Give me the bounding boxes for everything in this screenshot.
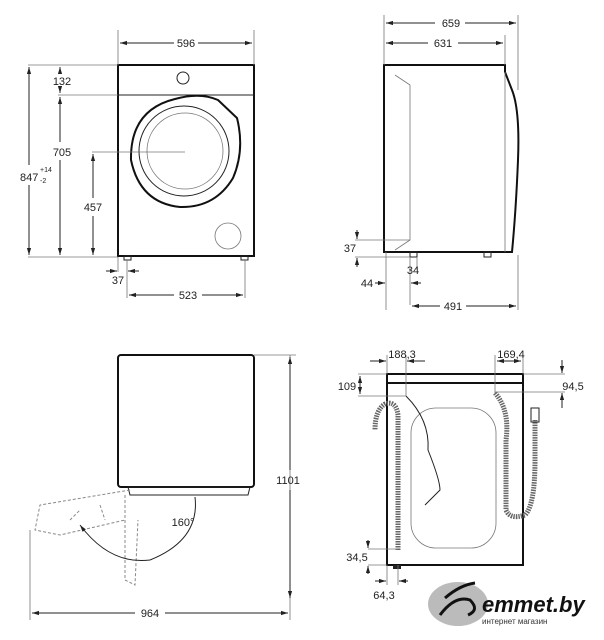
dim-side-foot-spacing: 491: [444, 301, 462, 313]
dim-width: 596: [177, 38, 195, 50]
dim-depth-body: 631: [434, 38, 452, 50]
dim-total-height: 847: [20, 172, 38, 184]
door-open-view: 160° 1101 964: [29, 354, 300, 620]
dim-tol-plus: +14: [40, 167, 52, 174]
side-view: 659 631 37 34 44 491: [344, 15, 520, 313]
dim-drain-side: 64,3: [373, 590, 394, 602]
dim-inlet-top: 94,5: [562, 381, 583, 393]
rear-view: 188,3 169,4 109 94,5 34,5 64,3: [338, 349, 584, 602]
dim-side-foot-height: 37: [344, 243, 356, 255]
dim-side-foot-width: 34: [407, 265, 419, 277]
dim-foot-offset: 37: [112, 275, 124, 287]
dim-inlet-offset: 169,4: [497, 349, 525, 361]
dim-depth-total: 659: [442, 18, 460, 30]
logo-brand: emmet.by: [482, 592, 586, 617]
dim-tol-minus: -2: [40, 178, 46, 185]
dim-side-foot-offset: 44: [361, 278, 373, 290]
dim-drain-bottom: 34,5: [346, 552, 367, 564]
dim-door-angle: 160°: [172, 517, 195, 529]
dim-depth-open: 964: [141, 608, 159, 620]
dim-top-panel: 132: [53, 76, 71, 88]
front-view: 596 132 705 847 +14 -2 457 37 523: [20, 30, 255, 302]
dim-door-height: 705: [53, 147, 71, 159]
dim-power-offset: 188,3: [388, 349, 416, 361]
dim-door-center: 457: [84, 202, 102, 214]
dim-height-total: 1101: [276, 475, 300, 487]
emmet-logo: emmet.by интернет магазин: [428, 581, 586, 626]
logo-tagline: интернет магазин: [482, 617, 547, 626]
dim-foot-spacing: 523: [179, 290, 197, 302]
logo-emblem: [428, 582, 488, 626]
dim-power-top: 109: [338, 381, 356, 393]
